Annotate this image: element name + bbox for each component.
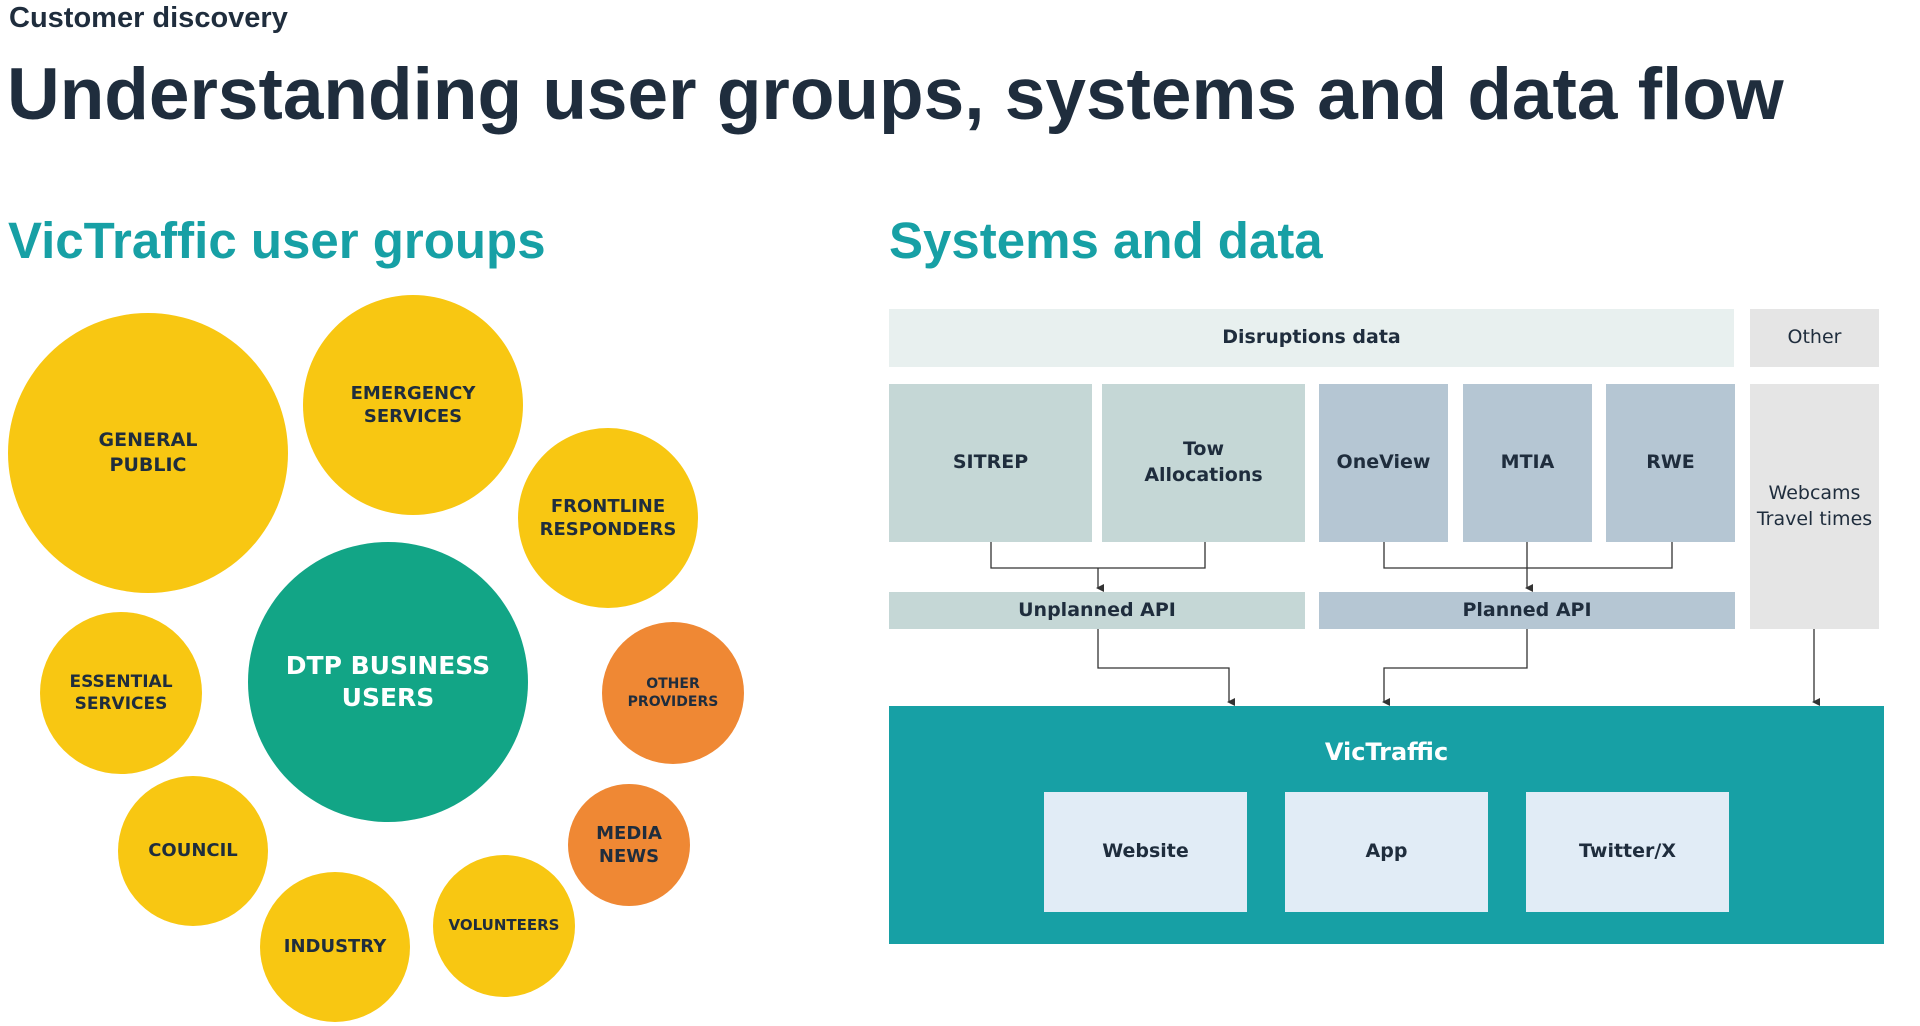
other-label: Other xyxy=(1787,326,1842,349)
api-label: Unplanned API xyxy=(1018,598,1176,621)
bubble-dtp-business-users: DTP BUSINESS USERS xyxy=(248,542,528,822)
source-label: OneView xyxy=(1336,451,1431,474)
unplanned-api: Unplanned API xyxy=(889,592,1305,629)
bubble-industry: INDUSTRY xyxy=(260,872,410,1022)
bubble-general-public: GENERAL PUBLIC xyxy=(8,313,288,593)
channel-twitter-x: Twitter/X xyxy=(1526,792,1729,912)
bubble-label: MEDIA NEWS xyxy=(596,822,662,867)
source-rwe: RWE xyxy=(1606,384,1735,542)
bubble-label: OTHER PROVIDERS xyxy=(627,675,719,710)
arrow-unplanned-to-victraffic xyxy=(1097,629,1235,706)
bubble-essential-services: ESSENTIAL SERVICES xyxy=(40,612,202,774)
planned-api: Planned API xyxy=(1319,592,1735,629)
source-mtia: MTIA xyxy=(1463,384,1592,542)
source-label: SITREP xyxy=(952,451,1029,474)
systems-title: Systems and data xyxy=(889,212,1323,269)
disruptions-data-header: Disruptions data xyxy=(889,309,1734,367)
bubble-council: COUNCIL xyxy=(118,776,268,926)
source-webcams-travel-times: Webcams Travel times xyxy=(1750,384,1879,629)
bubble-label: DTP BUSINESS USERS xyxy=(285,650,491,713)
user-groups-title: VicTraffic user groups xyxy=(8,212,546,269)
bubble-label: INDUSTRY xyxy=(283,936,387,958)
connector-sitrep-unplanned xyxy=(990,542,1206,569)
source-sitrep: SITREP xyxy=(889,384,1092,542)
bubble-label: EMERGENCY SERVICES xyxy=(350,382,476,427)
bubble-media-news: MEDIA NEWS xyxy=(568,784,690,906)
channel-label: Website xyxy=(1102,840,1189,863)
channel-label: Twitter/X xyxy=(1579,840,1676,863)
arrow-planned-to-victraffic xyxy=(1382,629,1528,706)
bubble-label: FRONTLINE RESPONDERS xyxy=(539,495,677,540)
other-header: Other xyxy=(1750,309,1879,367)
source-label: RWE xyxy=(1646,451,1695,474)
source-label: Webcams Travel times xyxy=(1756,481,1873,530)
page-title: Understanding user groups, systems and d… xyxy=(7,54,1784,135)
source-tow-allocations: Tow Allocations xyxy=(1102,384,1305,542)
source-label: Tow Allocations xyxy=(1144,438,1263,486)
bubble-emergency-services: EMERGENCY SERVICES xyxy=(303,295,523,515)
bubble-volunteers: VOLUNTEERS xyxy=(433,855,575,997)
connector-planned-sources xyxy=(1383,542,1673,569)
channel-app: App xyxy=(1285,792,1488,912)
channel-website: Website xyxy=(1044,792,1247,912)
bubble-label: VOLUNTEERS xyxy=(448,916,560,935)
bubble-label: GENERAL PUBLIC xyxy=(98,429,198,476)
bubble-label: COUNCIL xyxy=(148,840,238,862)
source-label: MTIA xyxy=(1500,451,1555,474)
api-label: Planned API xyxy=(1462,598,1592,621)
victraffic-title: VicTraffic xyxy=(1324,738,1449,766)
bubble-label: ESSENTIAL SERVICES xyxy=(69,671,173,714)
eyebrow-label: Customer discovery xyxy=(9,2,288,34)
channel-label: App xyxy=(1365,840,1408,863)
bubble-other-providers: OTHER PROVIDERS xyxy=(602,622,744,764)
bubble-frontline-responders: FRONTLINE RESPONDERS xyxy=(518,428,698,608)
disruptions-data-label: Disruptions data xyxy=(1222,326,1401,349)
source-oneview: OneView xyxy=(1319,384,1448,542)
